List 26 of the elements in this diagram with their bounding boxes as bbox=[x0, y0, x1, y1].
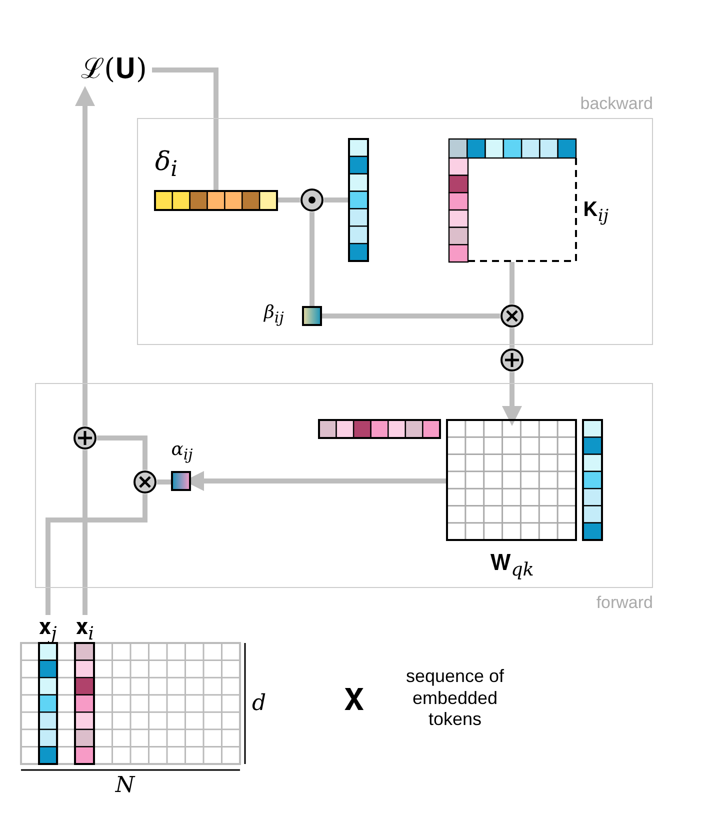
math-label: 𝐖$_{qk}$ bbox=[489, 552, 535, 581]
connector-line bbox=[82, 450, 88, 615]
connector-line bbox=[46, 494, 148, 615]
section-title: backward bbox=[579, 95, 653, 114]
arrow bbox=[502, 372, 522, 426]
math-label: δ$_{i}$ bbox=[155, 148, 179, 182]
connector-line bbox=[277, 198, 300, 202]
math-label: α$_{ij}$ bbox=[170, 440, 194, 464]
dimension-label: d bbox=[252, 692, 268, 716]
connector-line bbox=[321, 314, 500, 318]
math-label: β$_{ij}$ bbox=[264, 303, 285, 326]
connector-line bbox=[157, 480, 172, 484]
connector-line bbox=[152, 68, 218, 191]
loss-label: ℒ(𝐔) bbox=[80, 54, 148, 85]
connector-line bbox=[510, 328, 514, 348]
connector-line bbox=[324, 198, 349, 202]
math-label: 𝐊$_{ij}$ bbox=[583, 198, 610, 226]
matrix-symbol: 𝐗 bbox=[343, 684, 365, 717]
connector-line bbox=[310, 212, 314, 307]
dimension-label: N bbox=[114, 774, 136, 798]
section-title: forward bbox=[595, 594, 653, 613]
arrow bbox=[75, 86, 95, 426]
caption-text: sequence of embedded tokens bbox=[404, 666, 506, 731]
math-label: 𝐱$_{i}$ bbox=[75, 616, 95, 645]
connector-line bbox=[510, 262, 514, 304]
connector-line bbox=[97, 436, 148, 470]
